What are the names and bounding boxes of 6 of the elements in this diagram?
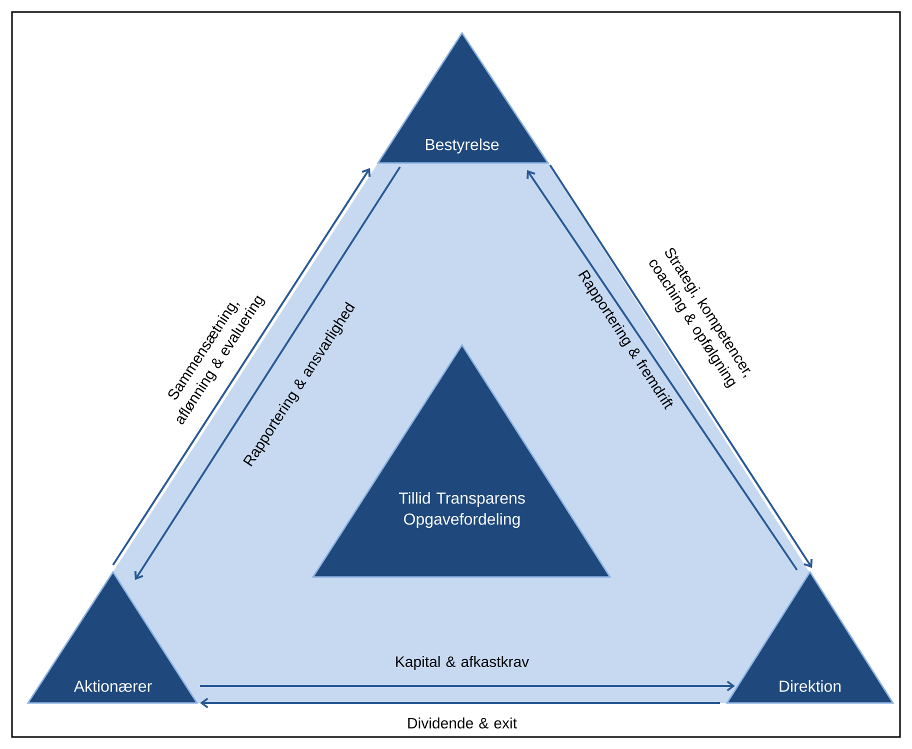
arrow (200, 698, 720, 708)
arrow (112, 168, 371, 566)
arrow (200, 680, 736, 692)
edge-label: Kapital & afkastkrav (396, 656, 530, 670)
edge-label: Dividende & exit (408, 718, 517, 728)
arrow (134, 166, 401, 580)
